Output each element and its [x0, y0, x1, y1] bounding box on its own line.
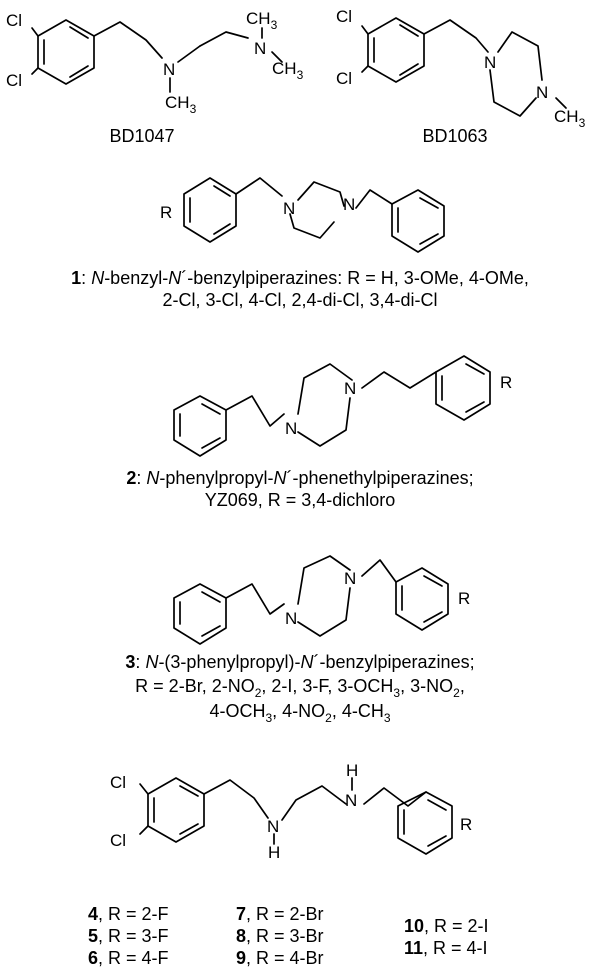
- series3-caption-line1: 3: N-(3-phenylpropyl)-N´-benzylpiperazin…: [125, 652, 474, 672]
- series3-caption-line3: 4-OCH3, 4-NO2, 4-CH3: [209, 701, 390, 725]
- series4-structure: Cl Cl N H N H R: [110, 761, 472, 862]
- bd1047-cl-atom: Cl: [6, 71, 22, 90]
- series3-r-label: R: [458, 589, 470, 608]
- legend-entry: 8, R = 3-Br: [236, 926, 324, 946]
- legend-entry: 11, R = 4-I: [404, 938, 488, 958]
- series4-nh-atom: N: [267, 817, 279, 836]
- series1-structure: R N N: [160, 177, 445, 253]
- bd1063-cl-atom: Cl: [336, 7, 352, 26]
- series3-n-atom: N: [285, 609, 297, 628]
- legend-entry: 4, R = 2-F: [88, 904, 169, 924]
- series4-cl-atom: Cl: [110, 831, 126, 850]
- bd1047-ch3-label: CH3: [246, 9, 278, 32]
- bd1047-ch3-label: CH3: [165, 93, 197, 116]
- series4-nh-atom: N: [345, 791, 357, 810]
- series1-n-atom: N: [283, 199, 295, 218]
- bd1063-n-atom: N: [536, 83, 548, 102]
- series4-h-atom: H: [346, 761, 358, 780]
- series2-caption-line2: YZ069, R = 3,4-dichloro: [205, 490, 396, 510]
- bd1047-n-atom: N: [254, 39, 266, 58]
- legend-entry: 5, R = 3-F: [88, 926, 169, 946]
- series4-cl-atom: Cl: [110, 773, 126, 792]
- series3-structure: N N R: [173, 555, 470, 645]
- series2-n-atom: N: [285, 419, 297, 438]
- series4-r-label: R: [460, 815, 472, 834]
- bd1063-n-atom: N: [484, 53, 496, 72]
- series2-caption-line1: 2: N-phenylpropyl-N´-phenethylpiperazine…: [126, 468, 473, 488]
- legend-entry: 10, R = 2-I: [404, 916, 489, 936]
- series2-n-atom: N: [344, 379, 356, 398]
- bd1047-cl-atom: Cl: [6, 11, 22, 30]
- series4-legend: 4, R = 2-F 5, R = 3-F 6, R = 4-F 7, R = …: [88, 904, 489, 968]
- series1-caption-line2: 2-Cl, 3-Cl, 4-Cl, 2,4-di-Cl, 3,4-di-Cl: [162, 290, 437, 310]
- bd1063-structure: Cl Cl N N CH3: [336, 7, 586, 130]
- series2-r-label: R: [500, 373, 512, 392]
- series1-n-atom: N: [343, 195, 355, 214]
- legend-entry: 6, R = 4-F: [88, 948, 169, 968]
- bd1047-label: BD1047: [109, 126, 174, 146]
- series2-structure: N N R: [173, 355, 512, 457]
- bd1063-label: BD1063: [422, 126, 487, 146]
- series3-caption-line2: R = 2-Br, 2-NO2, 2-I, 3-F, 3-OCH3, 3-NO2…: [135, 676, 465, 700]
- bd1063-cl-atom: Cl: [336, 69, 352, 88]
- legend-entry: 7, R = 2-Br: [236, 904, 324, 924]
- series4-h-atom: H: [268, 843, 280, 862]
- bd1047-structure: Cl Cl N CH3 N CH3 CH3: [6, 9, 304, 116]
- legend-entry: 9, R = 4-Br: [236, 948, 324, 968]
- series3-n-atom: N: [344, 569, 356, 588]
- bd1063-ch3-label: CH3: [554, 107, 586, 130]
- bd1047-ch3-label: CH3: [272, 59, 304, 82]
- bd1047-n-atom: N: [163, 60, 175, 79]
- series1-r-label: R: [160, 203, 172, 222]
- series1-caption-line1: 1: N-benzyl-N´-benzylpiperazines: R = H,…: [71, 268, 529, 288]
